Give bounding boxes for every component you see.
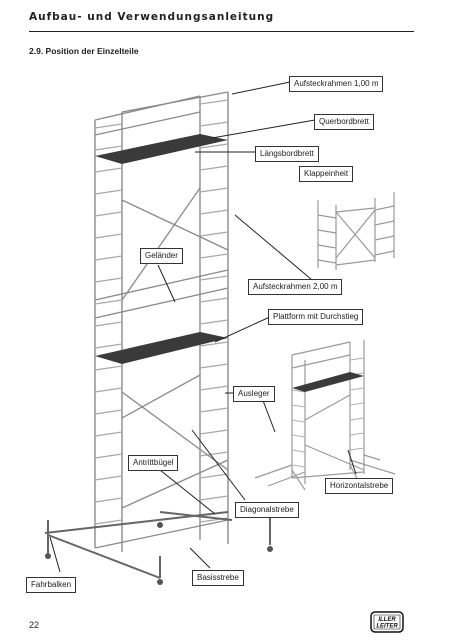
label-aufsteckrahmen-100: Aufsteckrahmen 1,00 m — [289, 76, 384, 92]
wheel-beam — [47, 534, 161, 579]
platform-top — [95, 134, 228, 164]
label-horizontalstrebe: Horizontalstrebe — [325, 478, 394, 494]
label-klappeinheit: Klappeinheit — [299, 166, 354, 182]
page-number: 22 — [29, 620, 40, 630]
section-heading: 2.9. Position der Einzelteile — [29, 46, 139, 56]
label-fahrbalken: Fahrbalken — [26, 577, 77, 593]
label-diagonalstrebe: Diagonalstrebe — [235, 502, 299, 518]
top-guardrail-back — [121, 91, 229, 113]
wheel-right — [267, 546, 273, 552]
diagonal-brace-upper — [121, 187, 201, 301]
wheel-front — [157, 579, 163, 585]
document-title: Aufbau- und Verwendungsanleitung — [29, 11, 275, 23]
middle-guardrail — [94, 269, 229, 301]
iller-leiter-logo: ILLER LEITER — [370, 611, 404, 633]
label-basisstrebe: Basisstrebe — [192, 570, 244, 586]
label-plattform: Plattform mit Durchstieg — [268, 309, 364, 325]
header-divider — [29, 31, 414, 32]
wheel-left — [45, 553, 51, 559]
platform-middle — [95, 332, 228, 364]
tower-rungs-left — [94, 123, 123, 525]
wheel-back — [157, 522, 163, 528]
tower-rungs-right — [199, 99, 229, 523]
horizontal-brace-bottom — [121, 459, 229, 509]
label-aufsteckrahmen-200: Aufsteckrahmen 2,00 m — [248, 279, 343, 295]
label-querbordbrett: Querbordbrett — [314, 114, 374, 130]
label-ausleger: Ausleger — [233, 386, 275, 402]
small-tower-platform — [292, 372, 364, 392]
svg-text:ILLER: ILLER — [378, 617, 396, 623]
callout-leader-lines — [49, 81, 357, 573]
label-gelaender: Geländer — [140, 248, 183, 264]
label-antrittbuegel: Antrittbügel — [128, 455, 179, 471]
diagonal-brace-lower — [121, 374, 201, 419]
folding-unit-illustration — [317, 192, 395, 270]
svg-text:LEITER: LEITER — [376, 624, 398, 630]
small-tower-illustration — [254, 340, 396, 491]
label-laengsbordbrett: Längsbordbrett — [255, 146, 319, 162]
